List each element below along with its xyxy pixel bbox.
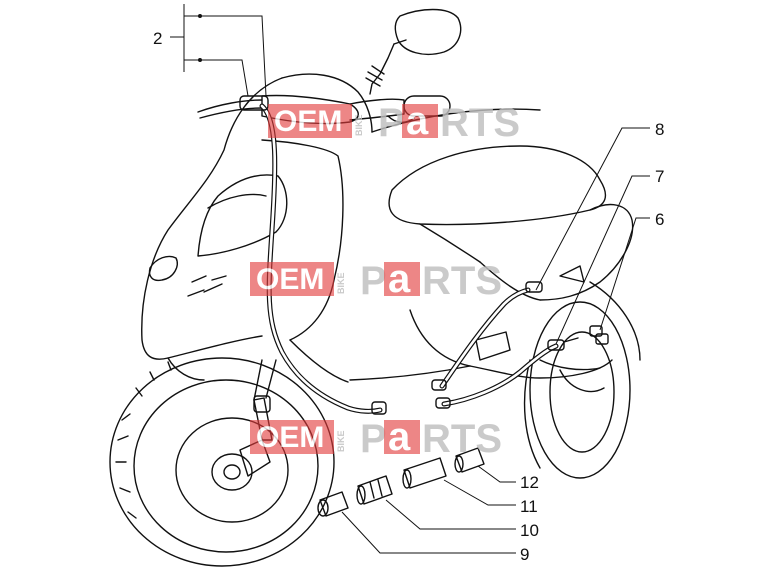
rear-brake-cables: [431, 281, 579, 409]
callouts: 2 8 7 6 12 11: [153, 4, 664, 564]
watermark-rts-text: RTS: [440, 101, 520, 145]
watermark-a-text: a: [388, 257, 411, 301]
callout-2: 2: [153, 4, 267, 97]
callout-label-8: 8: [655, 120, 664, 139]
watermark-rts-text: RTS: [422, 417, 502, 461]
watermark-middle: OEM BIKE P a RTS: [250, 257, 502, 303]
callout-label-2: 2: [153, 29, 162, 48]
callout-label-9: 9: [520, 545, 529, 564]
scooter-drawing: [109, 8, 641, 567]
watermark-a-text: a: [388, 415, 411, 459]
watermark-rts-text: RTS: [422, 259, 502, 303]
callout-label-7: 7: [655, 167, 664, 186]
watermark-oem-text: OEM: [256, 421, 324, 454]
watermark-oem-text: OEM: [256, 263, 324, 296]
callout-label-10: 10: [520, 521, 539, 540]
watermark-oem-text: OEM: [274, 105, 342, 138]
part-12: [454, 447, 485, 473]
watermark-p-text: P: [360, 417, 387, 461]
callout-9: 9: [341, 511, 529, 564]
callout-12: 12: [477, 465, 539, 492]
watermark-bottom: OEM BIKE P a RTS: [250, 415, 502, 461]
adjuster-nut: [589, 325, 609, 345]
callout-11: 11: [443, 479, 538, 516]
callout-10: 10: [385, 499, 539, 540]
mirror: [393, 8, 462, 56]
watermark-top: OEM BIKE P a RTS: [268, 99, 520, 145]
callout-8: 8: [535, 120, 664, 291]
watermark-bike-text: BIKE: [336, 430, 346, 452]
part-9: [317, 491, 349, 517]
front-brake-cable: [239, 95, 387, 415]
rear-wheel: [523, 281, 641, 479]
callout-7: 7: [555, 167, 664, 345]
callout-label-6: 6: [655, 210, 664, 229]
callout-label-11: 11: [520, 497, 538, 516]
watermark-bike-text: BIKE: [354, 114, 364, 136]
callout-6: 6: [599, 210, 664, 331]
front-wheel: [109, 357, 335, 567]
watermark-group: OEM BIKE P a RTS OEM BIKE P a RTS OEM BI…: [250, 99, 520, 461]
watermark-p-text: P: [378, 101, 405, 145]
watermark-bike-text: BIKE: [336, 272, 346, 294]
watermark-a-text: a: [406, 99, 429, 143]
part-11: [402, 457, 447, 489]
small-parts: [317, 447, 485, 517]
front-body: [141, 73, 373, 383]
watermark-p-text: P: [360, 259, 387, 303]
part-10: [356, 475, 393, 505]
seat-body: [349, 108, 634, 393]
callout-label-12: 12: [520, 473, 539, 492]
